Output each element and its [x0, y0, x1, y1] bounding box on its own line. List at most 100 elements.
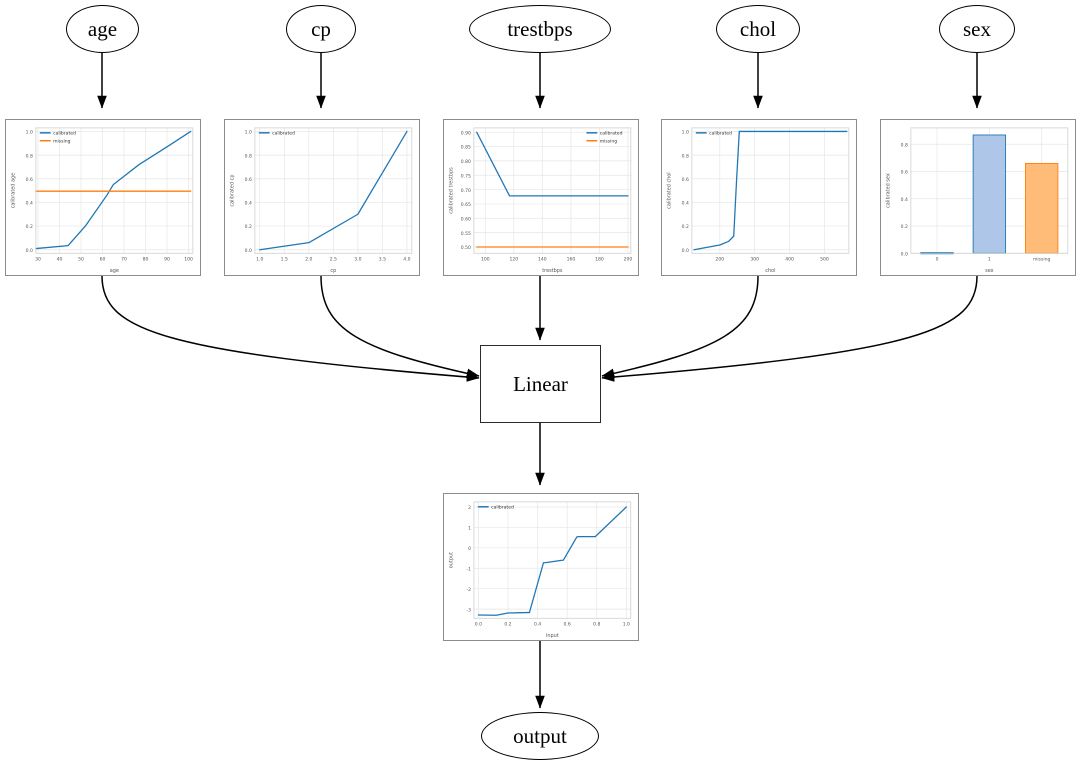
svg-text:3.5: 3.5 [379, 257, 386, 263]
svg-text:-3: -3 [466, 607, 471, 613]
svg-text:sex: sex [985, 268, 994, 274]
svg-text:0.2: 0.2 [245, 224, 252, 230]
svg-text:0.60: 0.60 [461, 216, 471, 222]
svg-text:0.4: 0.4 [682, 201, 689, 207]
svg-text:60: 60 [100, 257, 106, 263]
svg-text:calibrated: calibrated [53, 131, 76, 137]
svg-text:1.0: 1.0 [623, 622, 630, 628]
svg-text:90: 90 [164, 257, 170, 263]
node-chol[interactable]: chol [716, 5, 800, 53]
svg-text:300: 300 [750, 257, 759, 263]
svg-text:200: 200 [715, 257, 724, 263]
svg-text:70: 70 [121, 257, 127, 263]
svg-text:age: age [110, 268, 119, 274]
svg-text:missing: missing [600, 139, 618, 145]
svg-text:0.65: 0.65 [461, 202, 471, 208]
svg-text:0.4: 0.4 [534, 622, 541, 628]
svg-text:0.75: 0.75 [461, 173, 471, 179]
svg-text:500: 500 [820, 257, 829, 263]
svg-text:2.5: 2.5 [330, 257, 337, 263]
svg-text:0.6: 0.6 [682, 177, 689, 183]
node-linear[interactable]: Linear [480, 345, 601, 423]
svg-text:40: 40 [57, 257, 63, 263]
svg-text:calibrated trestbps: calibrated trestbps [449, 167, 455, 214]
svg-text:0.0: 0.0 [26, 248, 33, 254]
node-sex-label: sex [963, 16, 991, 41]
svg-text:calibrated: calibrated [491, 505, 514, 511]
node-trestbps-label: trestbps [507, 16, 573, 41]
svg-text:0.8: 0.8 [682, 153, 689, 159]
svg-text:calibrated: calibrated [272, 131, 295, 137]
svg-text:0.80: 0.80 [461, 159, 471, 165]
svg-text:1.5: 1.5 [281, 257, 288, 263]
svg-text:0.4: 0.4 [26, 201, 33, 207]
svg-text:calibrated: calibrated [709, 131, 732, 137]
svg-text:50: 50 [78, 257, 84, 263]
svg-text:1.0: 1.0 [256, 257, 263, 263]
svg-text:trestbps: trestbps [542, 268, 563, 274]
svg-text:-2: -2 [466, 587, 471, 593]
svg-text:missing: missing [53, 139, 71, 145]
svg-text:missing: missing [1033, 257, 1051, 263]
svg-text:0.2: 0.2 [504, 622, 511, 628]
svg-text:0.0: 0.0 [682, 248, 689, 254]
node-output[interactable]: output [481, 712, 599, 760]
node-linear-label: Linear [513, 371, 568, 396]
edge-cp-plot-to-linear [320, 275, 480, 379]
svg-text:0.0: 0.0 [475, 622, 482, 628]
svg-text:0.2: 0.2 [901, 224, 908, 230]
svg-text:0.85: 0.85 [461, 145, 471, 151]
node-output-label: output [513, 723, 567, 748]
svg-text:1.0: 1.0 [245, 130, 252, 136]
svg-text:0.2: 0.2 [682, 224, 689, 230]
svg-text:0.2: 0.2 [26, 224, 33, 230]
svg-text:0.6: 0.6 [564, 622, 571, 628]
svg-text:3.0: 3.0 [354, 257, 361, 263]
svg-text:calibrated sex: calibrated sex [886, 173, 892, 208]
svg-text:180: 180 [595, 257, 604, 263]
node-cp[interactable]: cp [286, 5, 356, 53]
svg-text:0.8: 0.8 [26, 153, 33, 159]
node-age[interactable]: age [66, 5, 139, 53]
svg-text:0.50: 0.50 [461, 245, 471, 251]
edge-chol-plot-to-linear [601, 275, 759, 379]
edge-age-plot-to-linear [101, 275, 480, 382]
svg-text:140: 140 [538, 257, 547, 263]
svg-text:0.8: 0.8 [245, 153, 252, 159]
svg-text:2.0: 2.0 [305, 257, 312, 263]
svg-text:0: 0 [468, 546, 471, 552]
svg-text:0.0: 0.0 [901, 251, 908, 257]
svg-text:0.6: 0.6 [26, 177, 33, 183]
svg-text:calibrated cp: calibrated cp [230, 175, 236, 207]
svg-text:2: 2 [468, 505, 471, 511]
svg-text:200: 200 [624, 257, 633, 263]
svg-text:400: 400 [785, 257, 794, 263]
svg-text:calibrated chol: calibrated chol [667, 172, 673, 208]
svg-text:-1: -1 [466, 566, 471, 572]
svg-text:80: 80 [143, 257, 149, 263]
node-sex[interactable]: sex [939, 5, 1015, 53]
svg-text:output: output [449, 552, 455, 568]
svg-text:input: input [546, 633, 559, 639]
svg-text:calibrated age: calibrated age [11, 173, 17, 208]
node-trestbps[interactable]: trestbps [469, 5, 611, 53]
edge-sex-plot-to-linear [601, 275, 978, 382]
svg-text:0.70: 0.70 [461, 188, 471, 194]
svg-text:0.0: 0.0 [245, 248, 252, 254]
svg-text:0.8: 0.8 [901, 142, 908, 148]
svg-text:0.4: 0.4 [245, 201, 252, 207]
svg-text:0.90: 0.90 [461, 130, 471, 136]
node-cp-label: cp [311, 16, 331, 41]
svg-text:0.8: 0.8 [593, 622, 600, 628]
svg-text:30: 30 [35, 257, 41, 263]
